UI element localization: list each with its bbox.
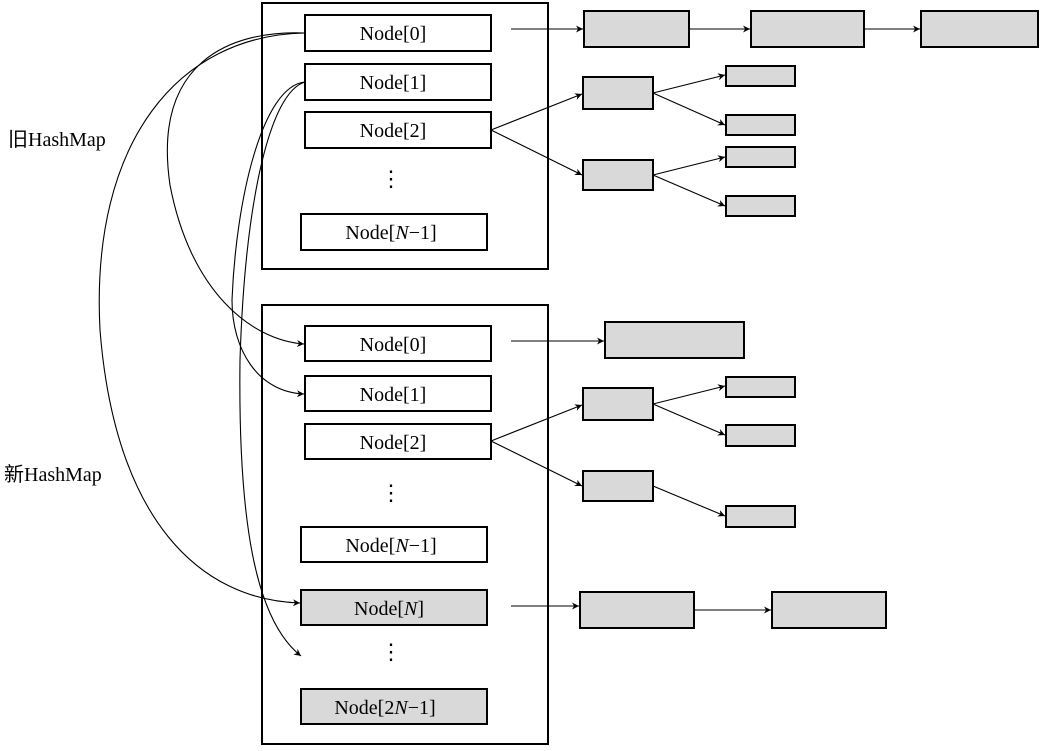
old-bucket-2-tree <box>490 65 796 217</box>
old-node-n-minus-1-label: Node[N−1] <box>345 222 436 244</box>
old-tree-node <box>582 76 654 110</box>
new-tree-node <box>582 470 654 502</box>
new-node-1: Node[1] <box>304 375 492 412</box>
new-hashmap-label: 新HashMap <box>4 463 102 486</box>
new-node-2-label: Node[2] <box>360 432 427 454</box>
new-node-0-label: Node[0] <box>360 334 427 356</box>
rehash-arrow-1-to-2n-minus-1 <box>239 81 306 657</box>
old-tree-leaf <box>725 146 796 168</box>
rehash-arrow-0-to-n <box>98 32 306 607</box>
new-ellipsis-upper: ⋮ <box>380 480 402 505</box>
new-node-n-label: Node[N] <box>354 598 424 620</box>
old-hashmap-label: 旧HashMap <box>8 129 106 151</box>
rehash-arrow-0-to-0 <box>166 32 306 347</box>
new-node-0: Node[0] <box>304 325 492 362</box>
old-node-2: Node[2] <box>304 111 492 149</box>
old-hashmap: Node[0] Node[1] Node[2] ⋮ Node[N−1] <box>261 2 1039 270</box>
new-hashmap: Node[0] Node[1] Node[2] ⋮ Node[N−1] Node… <box>261 304 887 745</box>
new-node-n-minus-1-label: Node[N−1] <box>345 535 436 557</box>
old-chain-entry <box>920 10 1039 48</box>
old-tree-leaf <box>725 65 796 87</box>
new-node-1-label: Node[1] <box>360 384 427 406</box>
new-table-container <box>261 304 549 745</box>
old-ellipsis: ⋮ <box>380 166 402 191</box>
rehash-arrows <box>98 32 306 657</box>
new-bucket-0-chain <box>511 321 745 359</box>
old-bucket-0-chain <box>511 10 1039 48</box>
old-node-0: Node[0] <box>304 14 492 52</box>
new-chain-entry <box>579 591 695 629</box>
new-bucket-n-chain <box>511 591 887 629</box>
old-tree-node <box>582 159 654 191</box>
old-chain-entry <box>583 10 690 48</box>
old-node-n-minus-1: Node[N−1] <box>300 213 488 251</box>
new-tree-node <box>582 387 654 421</box>
new-node-2n-minus-1: Node[2N−1] <box>300 688 488 725</box>
new-chain-entry <box>604 321 745 359</box>
old-node-2-label: Node[2] <box>360 120 427 142</box>
new-node-2: Node[2] <box>304 423 492 460</box>
new-ellipsis-lower: ⋮ <box>380 639 402 664</box>
new-tree-leaf <box>725 376 796 398</box>
new-bucket-2-tree <box>490 376 796 528</box>
old-tree-leaf <box>725 114 796 136</box>
new-tree-leaf <box>725 505 796 528</box>
old-chain-entry <box>750 10 865 48</box>
old-node-0-label: Node[0] <box>360 23 427 45</box>
old-node-1: Node[1] <box>304 63 492 101</box>
new-node-n-minus-1: Node[N−1] <box>300 526 488 563</box>
new-node-2n-minus-1-label: Node[2N−1] <box>334 697 435 719</box>
new-node-n: Node[N] <box>300 589 488 626</box>
old-tree-leaf <box>725 195 796 217</box>
old-node-1-label: Node[1] <box>360 72 427 94</box>
new-tree-leaf <box>725 424 796 447</box>
new-chain-entry <box>771 591 887 629</box>
rehash-arrow-1-to-1 <box>231 81 306 398</box>
